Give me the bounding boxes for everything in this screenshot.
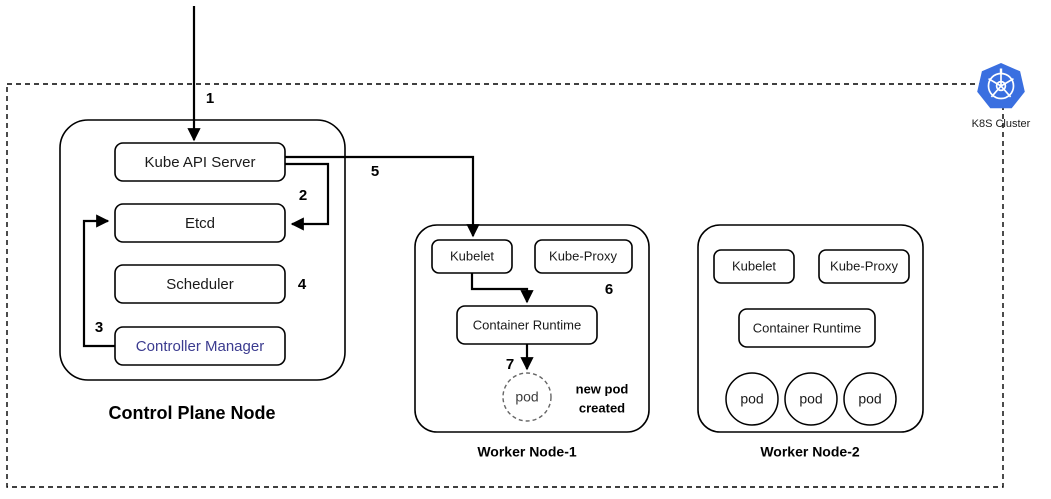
flow-arrow-kubelet-to-runtime bbox=[470, 273, 534, 304]
component-scheduler-label: Scheduler bbox=[166, 276, 234, 293]
worker2-component-container-runtime[interactable] bbox=[738, 308, 876, 348]
flow-arrow-2 bbox=[285, 162, 330, 231]
worker-node-1-shell bbox=[414, 224, 650, 433]
worker2-pod-3[interactable] bbox=[843, 372, 897, 426]
worker1-pod[interactable] bbox=[502, 372, 552, 422]
worker-node-2-shell bbox=[697, 224, 924, 433]
flow-arrow-3 bbox=[82, 214, 115, 348]
k8s-cluster-label: K8S Cluster bbox=[972, 118, 1031, 130]
worker2-component-kubelet[interactable] bbox=[713, 249, 795, 284]
worker2-component-kubelet-label: Kubelet bbox=[732, 258, 776, 273]
worker-node-1-caption: Worker Node-1 bbox=[477, 444, 577, 460]
worker1-pod-label: pod bbox=[515, 389, 538, 405]
control-plane-node-caption: Control Plane Node bbox=[108, 403, 275, 423]
worker1-component-kubelet-label: Kubelet bbox=[450, 248, 494, 263]
worker2-component-kube-proxy-label: Kube-Proxy bbox=[830, 258, 898, 273]
component-kube-api-server-label: Kube API Server bbox=[145, 154, 256, 171]
new-pod-note-line1: new pod bbox=[576, 381, 629, 396]
worker2-pod-3-label: pod bbox=[858, 391, 881, 407]
new-pod-note-line2: created bbox=[579, 400, 625, 415]
kubernetes-helm-icon bbox=[977, 63, 1025, 109]
worker1-component-kube-proxy-label: Kube-Proxy bbox=[549, 248, 617, 263]
k8s-cluster-boundary bbox=[6, 83, 1004, 488]
component-kube-api-server[interactable] bbox=[114, 142, 286, 182]
worker2-component-kube-proxy[interactable] bbox=[818, 249, 910, 284]
step-label-3: 3 bbox=[95, 319, 103, 336]
step-label-2: 2 bbox=[299, 187, 307, 204]
step-label-4: 4 bbox=[298, 276, 307, 293]
worker2-pod-2-label: pod bbox=[799, 391, 822, 407]
worker1-component-container-runtime-label: Container Runtime bbox=[473, 317, 581, 332]
step-label-5: 5 bbox=[371, 163, 379, 180]
worker2-component-container-runtime-label: Container Runtime bbox=[753, 320, 861, 335]
step-label-6: 6 bbox=[605, 281, 613, 298]
worker2-pod-2[interactable] bbox=[784, 372, 838, 426]
step-label-7: 7 bbox=[506, 356, 514, 373]
worker2-pod-1[interactable] bbox=[725, 372, 779, 426]
component-etcd[interactable] bbox=[114, 203, 286, 243]
step-label-1: 1 bbox=[206, 90, 214, 107]
component-scheduler[interactable] bbox=[114, 264, 286, 304]
worker1-component-kube-proxy[interactable] bbox=[534, 239, 633, 274]
flow-arrow-5 bbox=[285, 155, 480, 238]
component-etcd-label: Etcd bbox=[185, 215, 215, 232]
component-controller-manager-label: Controller Manager bbox=[136, 338, 264, 355]
worker-node-2-caption: Worker Node-2 bbox=[760, 444, 860, 460]
control-plane-node-shell bbox=[59, 119, 346, 381]
worker2-pod-1-label: pod bbox=[740, 391, 763, 407]
